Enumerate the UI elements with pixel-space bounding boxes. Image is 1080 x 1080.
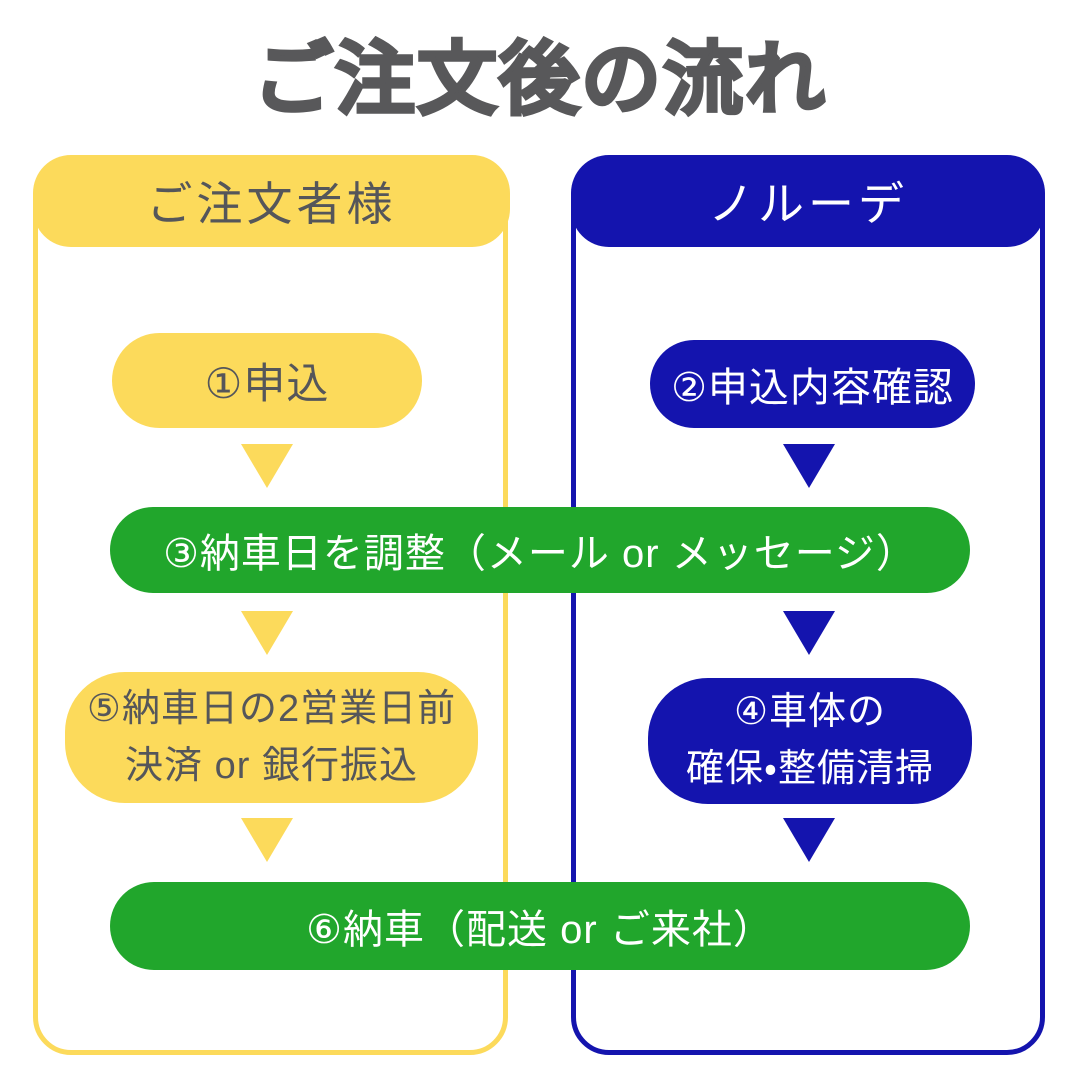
- company-lane-header: ノルーデ: [571, 155, 1045, 247]
- customer-lane-label: ご注文者様: [146, 178, 397, 230]
- arrow-down-icon: [241, 444, 293, 488]
- step-6-label: ⑥納車（配送 or ご来社）: [306, 908, 774, 952]
- step-4-label-line1: ④車体の: [733, 691, 887, 733]
- step-4-pill: ④車体の 確保・整備清掃: [648, 678, 972, 804]
- arrow-down-icon: [241, 818, 293, 862]
- step-6-pill: ⑥納車（配送 or ご来社）: [110, 882, 970, 970]
- step-3-pill: ③納車日を調整（メール or メッセージ）: [110, 507, 970, 593]
- step-1-label: ①申込: [204, 360, 330, 407]
- step-5-pill: ⑤納車日の2営業日前 決済 or 銀行振込: [65, 672, 478, 803]
- arrow-down-icon: [783, 444, 835, 488]
- customer-lane-header: ご注文者様: [33, 155, 510, 247]
- step-1-pill: ①申込: [112, 333, 422, 428]
- page-title: ご注文後の流れ: [252, 34, 827, 125]
- arrow-down-icon: [783, 611, 835, 655]
- step-5-label-line1: ⑤納車日の2営業日前: [86, 687, 457, 730]
- step-2-pill: ②申込内容確認: [650, 340, 975, 428]
- step-3-label: ③納車日を調整（メール or メッセージ）: [163, 532, 917, 576]
- arrow-down-icon: [783, 818, 835, 862]
- step-4-label-line2: 確保・整備清掃: [686, 748, 934, 790]
- company-lane-label: ノルーデ: [708, 178, 908, 230]
- arrow-down-icon: [241, 611, 293, 655]
- step-5-label-line2: 決済 or 銀行振込: [125, 744, 418, 787]
- step-2-label: ②申込内容確認: [671, 366, 954, 410]
